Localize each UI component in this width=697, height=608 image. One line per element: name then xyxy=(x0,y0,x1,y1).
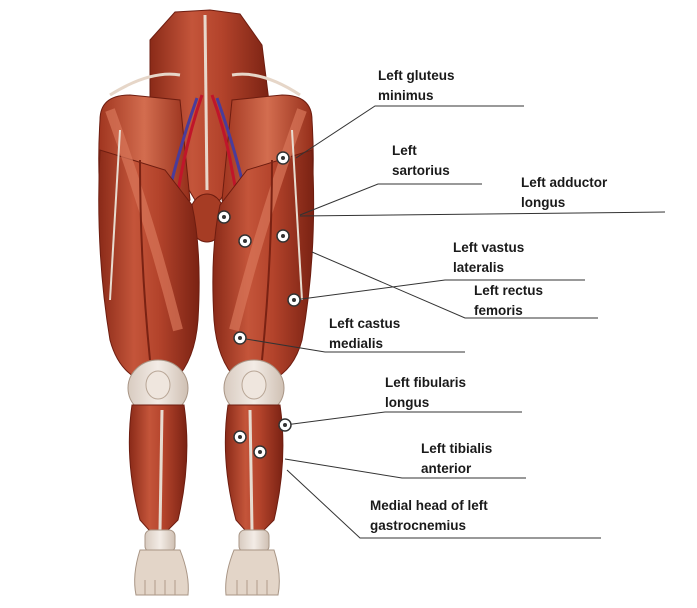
right-ankle xyxy=(145,530,175,552)
label-adductor-longus: Left adductor longus xyxy=(521,173,607,213)
right-patella xyxy=(146,371,170,399)
label-line-2: anterior xyxy=(421,459,492,479)
right-lower-leg xyxy=(129,405,187,540)
marker-dot-gluteus-minimus xyxy=(281,156,285,160)
label-line-2: sartorius xyxy=(392,161,450,181)
marker-dot-castus-medialis xyxy=(238,336,242,340)
label-gastrocnemius: Medial head of left gastrocnemius xyxy=(370,496,488,536)
label-gluteus-minimus: Left gluteus minimus xyxy=(378,66,455,106)
marker-dot-fibularis-longus xyxy=(283,423,287,427)
marker-dot-tibialis-anterior xyxy=(238,435,242,439)
label-line-1: Left adductor xyxy=(521,173,607,193)
right-tibia-line xyxy=(160,410,162,530)
right-foot xyxy=(135,550,189,595)
leader-line-sartorius xyxy=(300,184,482,215)
label-line-1: Left castus xyxy=(329,314,400,334)
label-line-1: Left gluteus xyxy=(378,66,455,86)
label-line-1: Left xyxy=(392,141,450,161)
left-lower-leg xyxy=(225,405,283,540)
label-sartorius: Left sartorius xyxy=(392,141,450,181)
label-tibialis-anterior: Left tibialis anterior xyxy=(421,439,492,479)
label-vastus-lateralis: Left vastus lateralis xyxy=(453,238,524,278)
marker-dot-gastrocnemius xyxy=(258,450,262,454)
label-line-2: gastrocnemius xyxy=(370,516,488,536)
left-patella xyxy=(242,371,266,399)
label-line-2: lateralis xyxy=(453,258,524,278)
marker-dot-rectus-femoris xyxy=(281,234,285,238)
label-line-2: longus xyxy=(385,393,466,413)
label-line-2: minimus xyxy=(378,86,455,106)
label-castus-medialis: Left castus medialis xyxy=(329,314,400,354)
label-fibularis-longus: Left fibularis longus xyxy=(385,373,466,413)
marker-dot-sartorius xyxy=(243,239,247,243)
label-line-1: Left tibialis xyxy=(421,439,492,459)
left-ankle xyxy=(239,530,269,552)
linea-alba xyxy=(205,15,207,190)
label-line-1: Left rectus xyxy=(474,281,543,301)
left-tibia-line xyxy=(250,410,252,530)
label-line-1: Left vastus xyxy=(453,238,524,258)
label-line-2: medialis xyxy=(329,334,400,354)
leader-line-fibularis-longus xyxy=(285,412,522,425)
label-line-2: longus xyxy=(521,193,607,213)
marker-dot-vastus-lateralis xyxy=(292,298,296,302)
label-line-2: femoris xyxy=(474,301,543,321)
label-rectus-femoris: Left rectus femoris xyxy=(474,281,543,321)
label-line-1: Medial head of left xyxy=(370,496,488,516)
label-line-1: Left fibularis xyxy=(385,373,466,393)
left-foot xyxy=(226,550,280,595)
marker-dot-adductor-longus xyxy=(222,215,226,219)
leader-line-adductor-longus xyxy=(300,212,665,216)
